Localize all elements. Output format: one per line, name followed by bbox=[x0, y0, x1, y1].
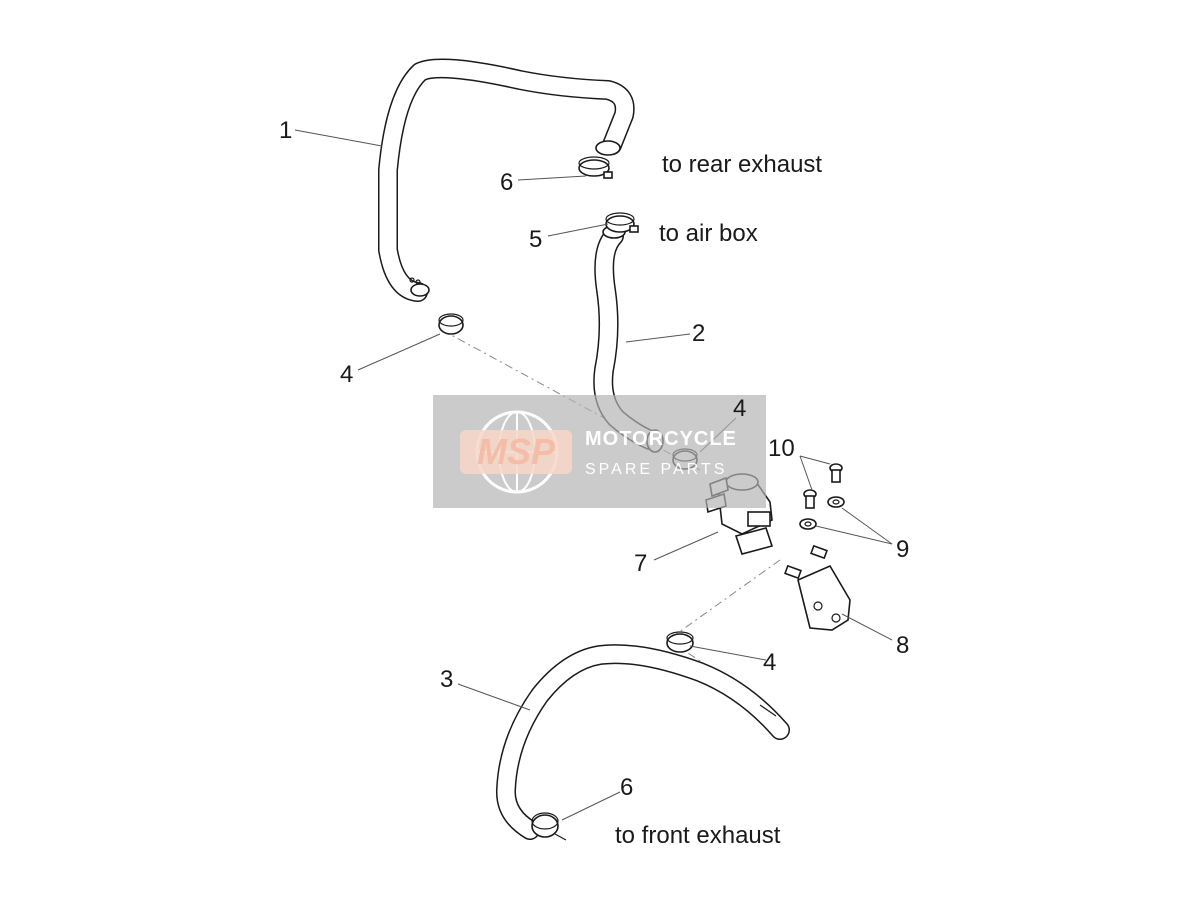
watermark-line1: MOTORCYCLE bbox=[585, 428, 737, 450]
bracket-8 bbox=[784, 544, 851, 631]
part-label-6-lower: 6 bbox=[620, 774, 633, 801]
hose-1 bbox=[378, 58, 635, 302]
part-label-9: 9 bbox=[896, 536, 909, 563]
watermark-logo: MSP bbox=[477, 431, 556, 472]
watermark-line2: SPARE PARTS bbox=[585, 461, 727, 478]
part-label-5: 5 bbox=[529, 226, 542, 253]
part-label-4-lower: 4 bbox=[763, 649, 776, 676]
part-label-4-left: 4 bbox=[340, 361, 353, 388]
watermark: MSP MOTORCYCLE SPARE PARTS bbox=[433, 395, 766, 508]
screws-10 bbox=[803, 463, 843, 509]
washers-9 bbox=[799, 496, 845, 530]
part-label-7: 7 bbox=[634, 550, 647, 577]
note-rear-exhaust: to rear exhaust bbox=[662, 151, 822, 178]
clamp-6-upper bbox=[578, 156, 613, 179]
clamp-4-lower bbox=[666, 631, 694, 653]
clamp-4-upper-left bbox=[438, 313, 464, 335]
part-label-3: 3 bbox=[440, 666, 453, 693]
hose-3 bbox=[496, 644, 790, 840]
note-air-box: to air box bbox=[659, 220, 758, 247]
clamp-5 bbox=[605, 212, 639, 233]
part-label-6-upper: 6 bbox=[500, 169, 513, 196]
part-label-2: 2 bbox=[692, 320, 705, 347]
note-front-exhaust: to front exhaust bbox=[615, 822, 781, 849]
part-label-1: 1 bbox=[279, 117, 292, 144]
part-label-4-middle: 4 bbox=[733, 395, 746, 422]
part-label-8: 8 bbox=[896, 632, 909, 659]
part-label-10: 10 bbox=[768, 435, 795, 462]
clamp-6-lower bbox=[531, 812, 567, 841]
